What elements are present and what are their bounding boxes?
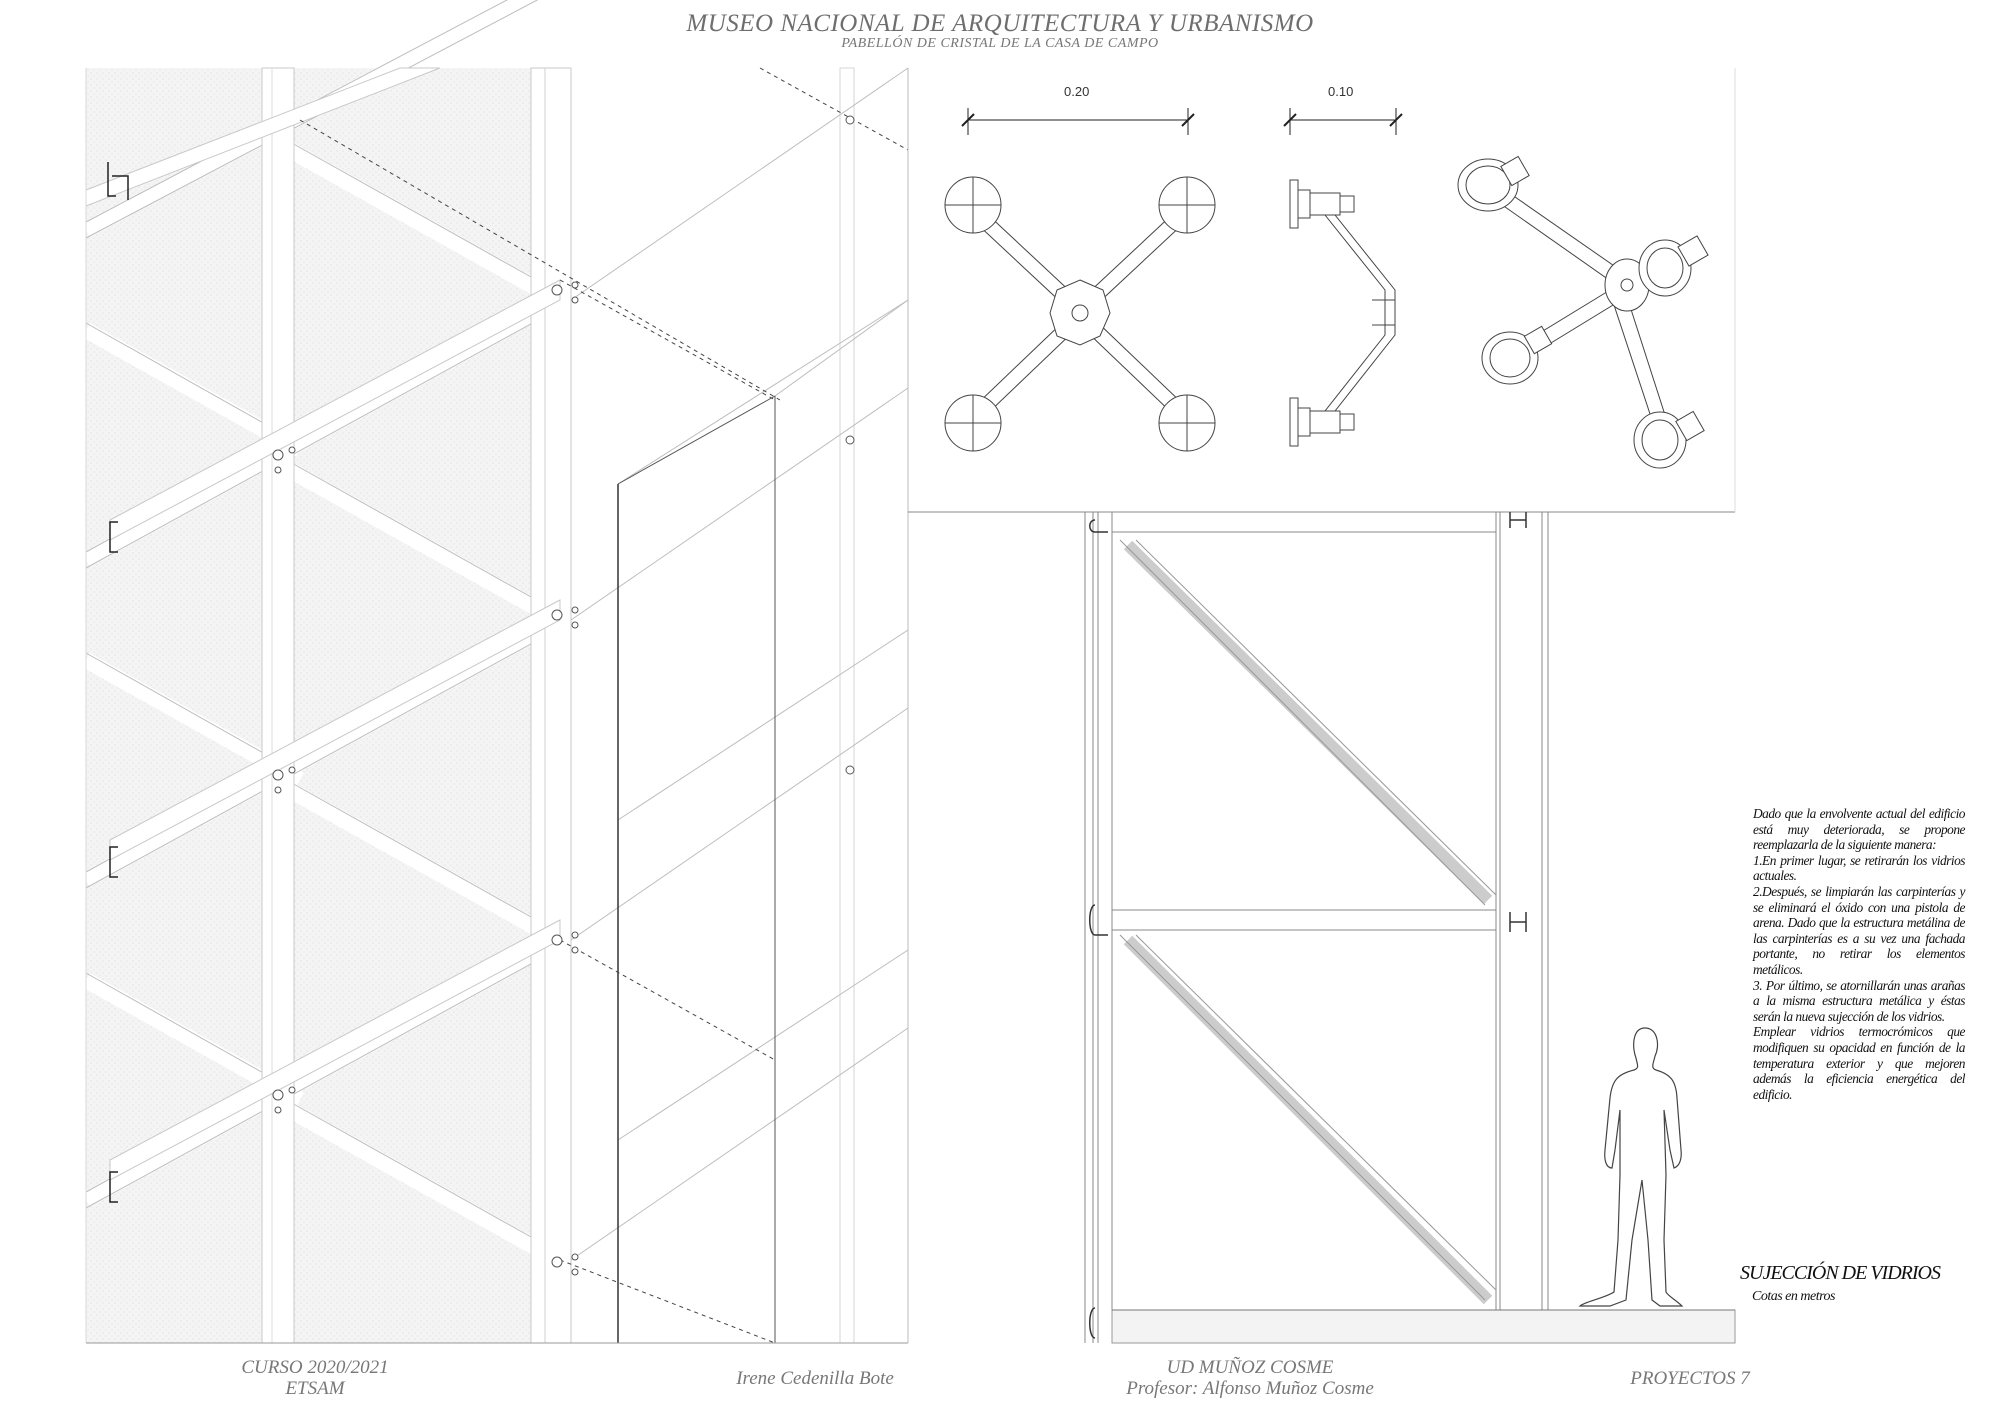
description-paragraph: 2.Después, se limpiarán las carpinterías…	[1753, 883, 1966, 977]
footer-unit: UD MUÑOZ COSME	[1166, 1357, 1334, 1378]
section-title: SUJECCIÓN DE VIDRIOS	[1740, 1262, 1941, 1284]
footer-author: Irene Cedenilla Bote	[736, 1368, 894, 1389]
horizontal-transoms	[85, 67, 561, 1181]
page-subtitle: PABELLÓN DE CRISTAL DE LA CASA DE CAMPO	[841, 36, 1159, 51]
dimension-label-side: 0.10	[1328, 84, 1354, 99]
description-paragraph: Emplear vidrios termocrómicos que modifi…	[1753, 1024, 1966, 1102]
spider-side-view	[1289, 179, 1396, 447]
description-paragraph: Dado que la envolvente actual del edific…	[1753, 806, 1966, 853]
spider-fitting-markers	[272, 115, 855, 1276]
description-paragraph: 1.En primer lugar, se retirarán los vidr…	[1753, 852, 1966, 884]
footer-school: ETSAM	[285, 1378, 345, 1399]
footer-professor: Profesor: Alfonso Muñoz Cosme	[1126, 1378, 1374, 1399]
front-glass-panels	[570, 67, 909, 1261]
description-paragraph: 3. Por último, se atornillarán unas arañ…	[1753, 977, 1966, 1024]
description-text: Dado que la envolvente actual del edific…	[1753, 806, 1966, 1102]
section-subtitle: Cotas en metros	[1752, 1289, 1835, 1304]
footer-subject: PROYECTOS 7	[1630, 1368, 1750, 1389]
spider-front-view	[944, 176, 1216, 452]
floor-slab	[1111, 1309, 1736, 1344]
dimension-label-front: 0.20	[1064, 84, 1090, 99]
footer-course: CURSO 2020/2021	[241, 1357, 389, 1378]
footer-course-block: CURSO 2020/2021 ETSAM	[200, 1357, 430, 1399]
dashed-projection-lines	[299, 67, 909, 1344]
human-scale-figure	[1578, 1027, 1684, 1307]
dimension-lines	[961, 108, 1403, 135]
page-title: MUSEO NACIONAL DE ARQUITECTURA Y URBANIS…	[686, 10, 1314, 37]
elevation-diagonal-braces	[1123, 540, 1493, 1305]
c-channel-profiles	[107, 162, 129, 1203]
footer-unit-block: UD MUÑOZ COSME Profesor: Alfonso Muñoz C…	[1090, 1357, 1410, 1399]
spider-perspective-view	[1457, 155, 1709, 469]
i-beam-profiles	[1089, 512, 1527, 1339]
